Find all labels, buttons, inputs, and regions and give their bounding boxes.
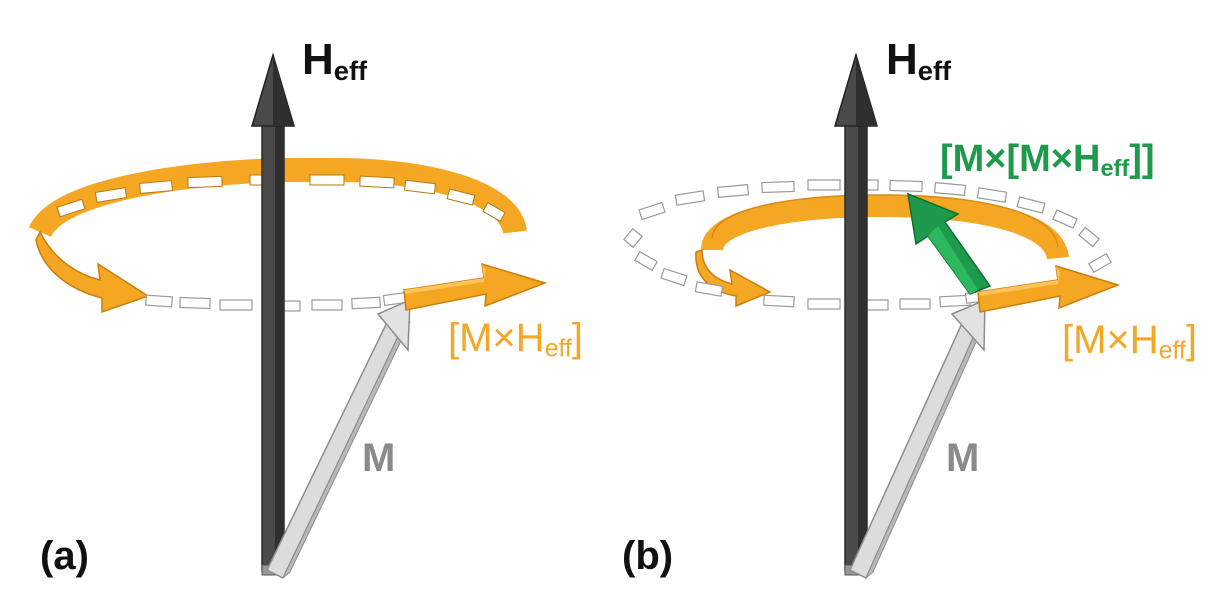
field-label-b: Heff (886, 35, 952, 86)
panel-label-a: (a) (40, 534, 89, 578)
precession-ring-arrow-left (35, 230, 150, 314)
moment-vector (266, 298, 411, 580)
precession-torque-arrow (403, 262, 548, 311)
precession-label-b: [M×Heff] (1062, 318, 1197, 365)
orbit-front-dashes (145, 291, 408, 312)
field-label-a: Heff (302, 35, 368, 86)
damping-label-b: [M×[M×Heff]] (940, 138, 1155, 182)
precession-label-a: [M×Heff] (448, 316, 583, 363)
panel-b-graphic (623, 52, 1121, 580)
orbit-front-dashes (634, 250, 1112, 311)
moment-vector (849, 298, 986, 580)
moment-label-b: M (946, 436, 980, 480)
panel-a-graphic (28, 52, 548, 580)
precession-ring-back (701, 194, 1069, 261)
precession-torque-arrow (977, 264, 1121, 313)
panel-label-b: (b) (622, 534, 674, 578)
damping-torque-arrow (907, 192, 992, 295)
field-axis-arrow (833, 52, 879, 576)
moment-label-a: M (362, 436, 396, 480)
field-axis-arrow (250, 52, 296, 576)
precession-ring-arrow-left (695, 248, 772, 308)
